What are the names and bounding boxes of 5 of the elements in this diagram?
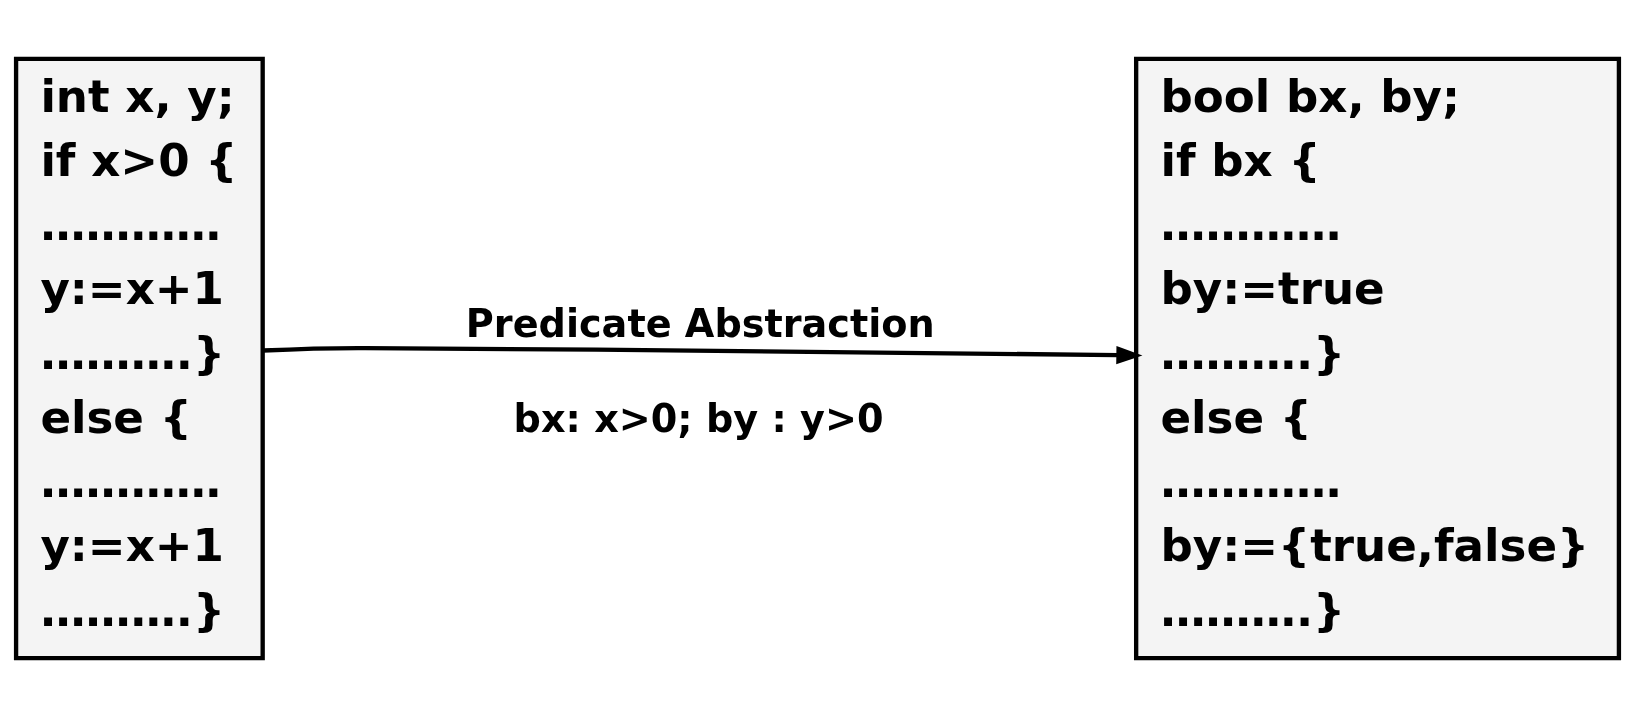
label: bx: x>0; by : y>0	[513, 397, 884, 442]
edge-label: Predicate Abstraction	[465, 301, 935, 346]
node-box: int x, y; if x>0 { ………… y:=x+1 ……….} else { ………… y:=x+1 ……….}	[13, 56, 265, 661]
arrow	[263, 345, 1143, 365]
node-box: bool bx, by; if bx { ………… by:=true ……….} else { ………… by:={true,false} ……….}	[1134, 56, 1622, 661]
